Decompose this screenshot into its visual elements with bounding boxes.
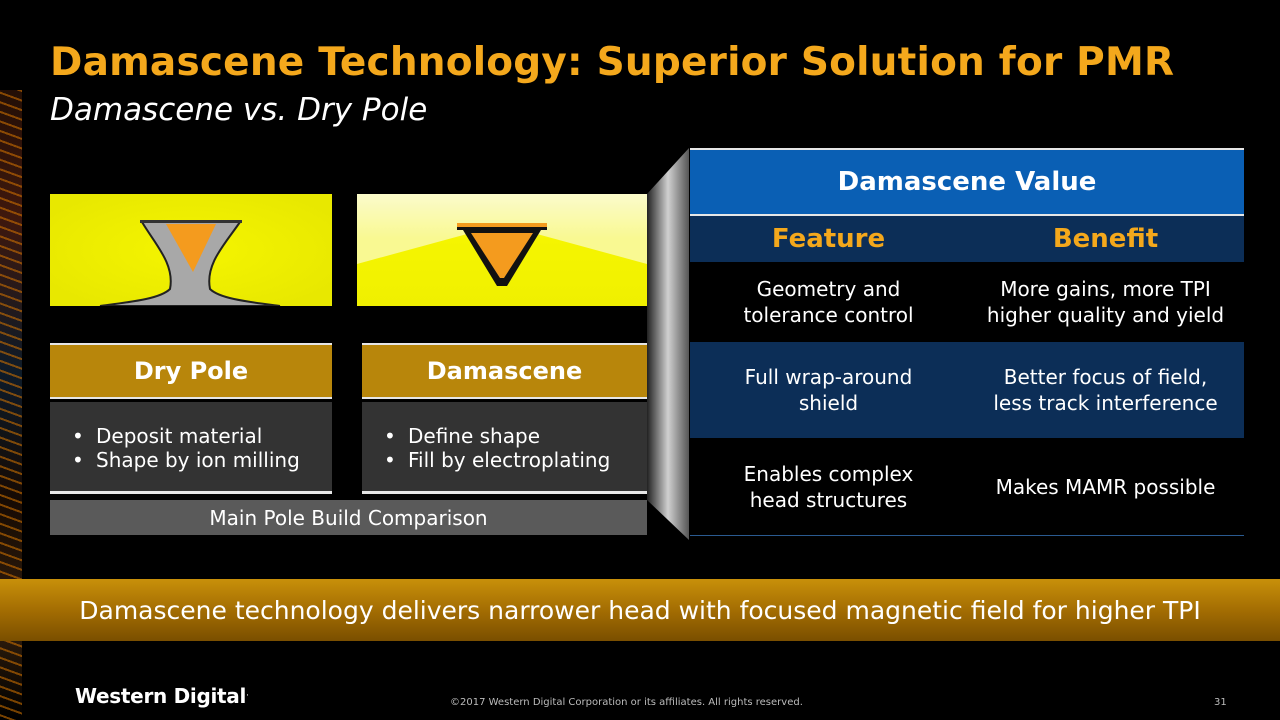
decorative-edge-art [0, 90, 22, 720]
damascene-header: Damascene [362, 343, 647, 399]
dry-pole-header: Dry Pole [50, 343, 332, 399]
table-title: Damascene Value [690, 148, 1244, 214]
brand-logo: Western Digital. [75, 684, 249, 708]
slide-title: Damascene Technology: Superior Solution … [50, 40, 1175, 85]
damascene-value-table: Damascene Value Feature Benefit Geometry… [690, 148, 1244, 536]
feature-cell: Full wrap-around shield [744, 365, 913, 415]
feature-cell: Enables complex head structures [743, 461, 914, 512]
dry-pole-bullets: Deposit material Shape by ion milling [50, 402, 332, 494]
column-header-feature: Feature [771, 224, 886, 254]
dry-pole-diagram [50, 194, 332, 306]
page-number: 31 [1214, 697, 1227, 708]
list-item: Define shape [384, 424, 647, 448]
table-row: Full wrap-around shield Better focus of … [690, 342, 1244, 438]
damascene-bullets: Define shape Fill by electroplating [362, 402, 647, 494]
copyright-text: ©2017 Western Digital Corporation or its… [450, 697, 803, 708]
connector-shape [647, 148, 689, 540]
list-item: Fill by electroplating [384, 448, 647, 472]
benefit-cell: Makes MAMR possible [995, 474, 1216, 499]
list-item: Shape by ion milling [72, 448, 332, 472]
column-header-benefit: Benefit [1052, 224, 1159, 254]
slide-subtitle: Damascene vs. Dry Pole [50, 92, 428, 128]
table-header-row: Feature Benefit [690, 214, 1244, 262]
list-item: Deposit material [72, 424, 332, 448]
benefit-cell: More gains, more TPI higher quality and … [986, 277, 1225, 327]
feature-cell: Geometry and tolerance control [743, 277, 914, 327]
table-row: Enables complex head structures Makes MA… [690, 438, 1244, 536]
comparison-caption: Main Pole Build Comparison [50, 500, 647, 535]
benefit-cell: Better focus of field, less track interf… [993, 365, 1218, 415]
summary-banner: Damascene technology delivers narrower h… [0, 579, 1280, 641]
damascene-diagram [357, 194, 647, 306]
table-row: Geometry and tolerance control More gain… [690, 262, 1244, 342]
brand-text: Western Digital [75, 684, 247, 708]
